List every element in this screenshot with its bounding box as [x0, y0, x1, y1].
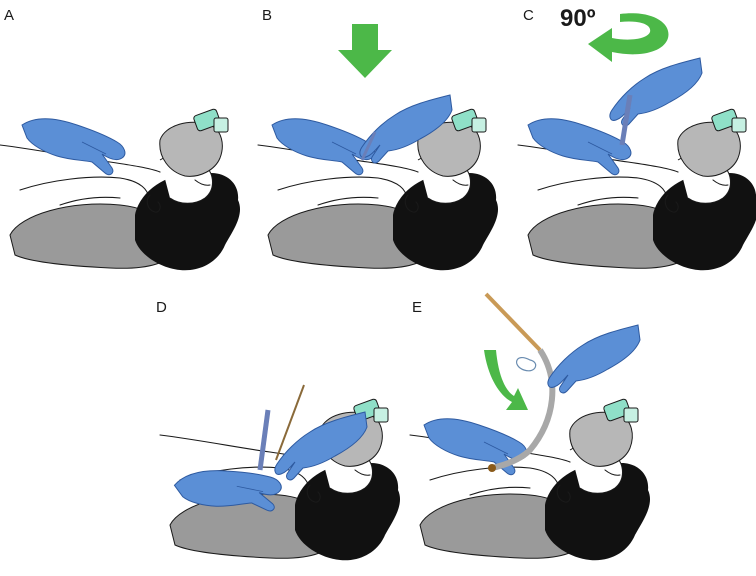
panel-d: D: [156, 299, 401, 561]
panel-e: E: [409, 292, 651, 561]
glove-right-c-icon: [609, 57, 703, 127]
glove-right-e-icon: [547, 324, 641, 394]
panel-b: B: [257, 7, 499, 271]
bougie-e-icon: [484, 292, 542, 352]
green-rotate-arrow-icon: [588, 13, 669, 63]
rotation-angle-label: 90º: [560, 5, 596, 32]
glove-left-a-icon: [21, 118, 126, 176]
glove-left-c-icon: [527, 118, 632, 176]
glove-left-b-icon: [271, 118, 376, 176]
panel-label-a: A: [4, 7, 14, 24]
panel-a: A: [0, 7, 241, 271]
scalpel-d-icon: [257, 409, 271, 471]
green-curved-arrow-icon: [484, 350, 528, 410]
panel-c: C 90º: [517, 5, 756, 271]
panel-label-c: C: [523, 7, 534, 24]
tube-tip-e-icon: [488, 464, 496, 472]
pilot-balloon-e-icon: [516, 357, 537, 372]
green-down-arrow-icon: [338, 24, 392, 78]
tracheostomy-tube-e-icon: [491, 348, 556, 471]
tracheal-hook-d-icon: [275, 384, 305, 461]
panel-label-b: B: [262, 7, 272, 24]
panel-label-d: D: [156, 299, 167, 316]
scalpel-b-icon: [360, 131, 377, 161]
scalpel-c-icon: [619, 94, 633, 146]
glove-left-e-icon: [423, 418, 528, 476]
panel-label-e: E: [412, 299, 422, 316]
